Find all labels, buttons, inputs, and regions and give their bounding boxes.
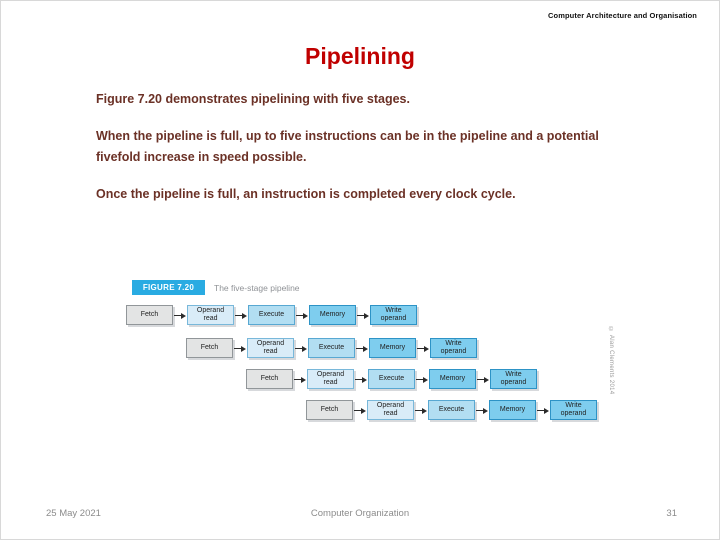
- pipeline-figure: FIGURE 7.20 The five-stage pipeline © Al…: [126, 277, 626, 433]
- pipeline-stage-box: Write operand: [370, 305, 417, 325]
- flow-arrow-icon: [416, 376, 428, 383]
- pipeline-stage-box: Execute: [368, 369, 415, 389]
- figure-credit: © Alan Clements 2014: [608, 327, 614, 395]
- flow-arrow-icon: [295, 345, 307, 352]
- flow-arrow-icon: [357, 312, 369, 319]
- flow-arrow-icon: [296, 312, 308, 319]
- figure-number-badge: FIGURE 7.20: [132, 280, 205, 295]
- pipeline-stage-box: Operand read: [307, 369, 354, 389]
- footer-page-number: 31: [666, 508, 677, 519]
- pipeline-stage-box: Fetch: [306, 400, 353, 420]
- pipeline-stage-box: Fetch: [246, 369, 293, 389]
- flow-arrow-icon: [417, 345, 429, 352]
- course-header: Computer Architecture and Organisation: [548, 11, 697, 20]
- pipeline-stage-box: Fetch: [186, 338, 233, 358]
- pipeline-stage-box: Memory: [369, 338, 416, 358]
- paragraph-pipeline-full: When the pipeline is full, up to five in…: [96, 129, 599, 164]
- slide-body: Figure 7.20 demonstrates pipelining with…: [96, 89, 611, 221]
- flow-arrow-icon: [235, 312, 247, 319]
- pipeline-stage-box: Execute: [308, 338, 355, 358]
- pipeline-stage-box: Operand read: [187, 305, 234, 325]
- flow-arrow-icon: [537, 407, 549, 414]
- pipeline-stage-box: Memory: [429, 369, 476, 389]
- flow-arrow-icon: [356, 345, 368, 352]
- footer-date: 25 May 2021: [46, 508, 101, 519]
- flow-arrow-icon: [477, 376, 489, 383]
- flow-arrow-icon: [355, 376, 367, 383]
- flow-arrow-icon: [354, 407, 366, 414]
- pipeline-stage-box: Write operand: [550, 400, 597, 420]
- pipeline-stage-box: Operand read: [367, 400, 414, 420]
- flow-arrow-icon: [415, 407, 427, 414]
- pipeline-stage-box: Operand read: [247, 338, 294, 358]
- paragraph-figure-intro: Figure 7.20 demonstrates pipelining with…: [96, 92, 410, 106]
- footer-course: Computer Organization: [310, 508, 410, 519]
- flow-arrow-icon: [234, 345, 246, 352]
- pipeline-stage-box: Write operand: [490, 369, 537, 389]
- pipeline-stage-box: Memory: [489, 400, 536, 420]
- pipeline-stage-box: Fetch: [126, 305, 173, 325]
- pipeline-stage-box: Write operand: [430, 338, 477, 358]
- flow-arrow-icon: [294, 376, 306, 383]
- flow-arrow-icon: [174, 312, 186, 319]
- pipeline-stage-box: Execute: [248, 305, 295, 325]
- figure-caption: The five-stage pipeline: [214, 283, 300, 293]
- flow-arrow-icon: [476, 407, 488, 414]
- pipeline-stage-box: Execute: [428, 400, 475, 420]
- page-title: Pipelining: [305, 43, 415, 69]
- paragraph-clock-cycle: Once the pipeline is full, an instructio…: [96, 187, 516, 201]
- pipeline-stage-box: Memory: [309, 305, 356, 325]
